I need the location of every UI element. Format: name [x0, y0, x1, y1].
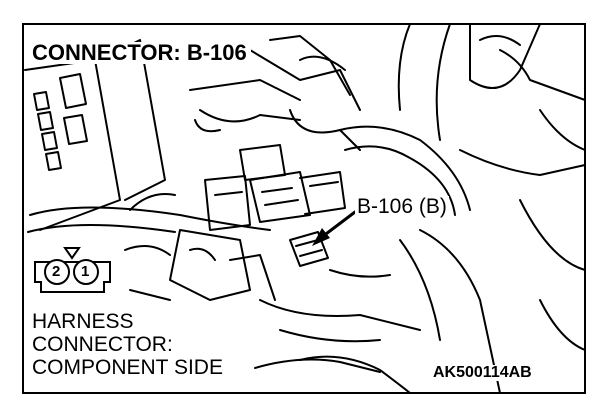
figure-code: AK500114AB [430, 365, 535, 381]
harness-line-1: HARNESS [32, 310, 134, 333]
connector-callout: B-106 (B) [355, 195, 449, 218]
harness-line-3: COMPONENT SIDE [32, 356, 223, 379]
diagram-title: CONNECTOR: B-106 [30, 42, 251, 64]
harness-line-2: CONNECTOR: [32, 333, 173, 356]
pin-1-label: 1 [81, 263, 90, 280]
pin-2-label: 2 [52, 263, 61, 280]
connector-symbol [34, 247, 111, 293]
harness-connector-caption: HARNESS CONNECTOR: COMPONENT SIDE [30, 309, 227, 380]
